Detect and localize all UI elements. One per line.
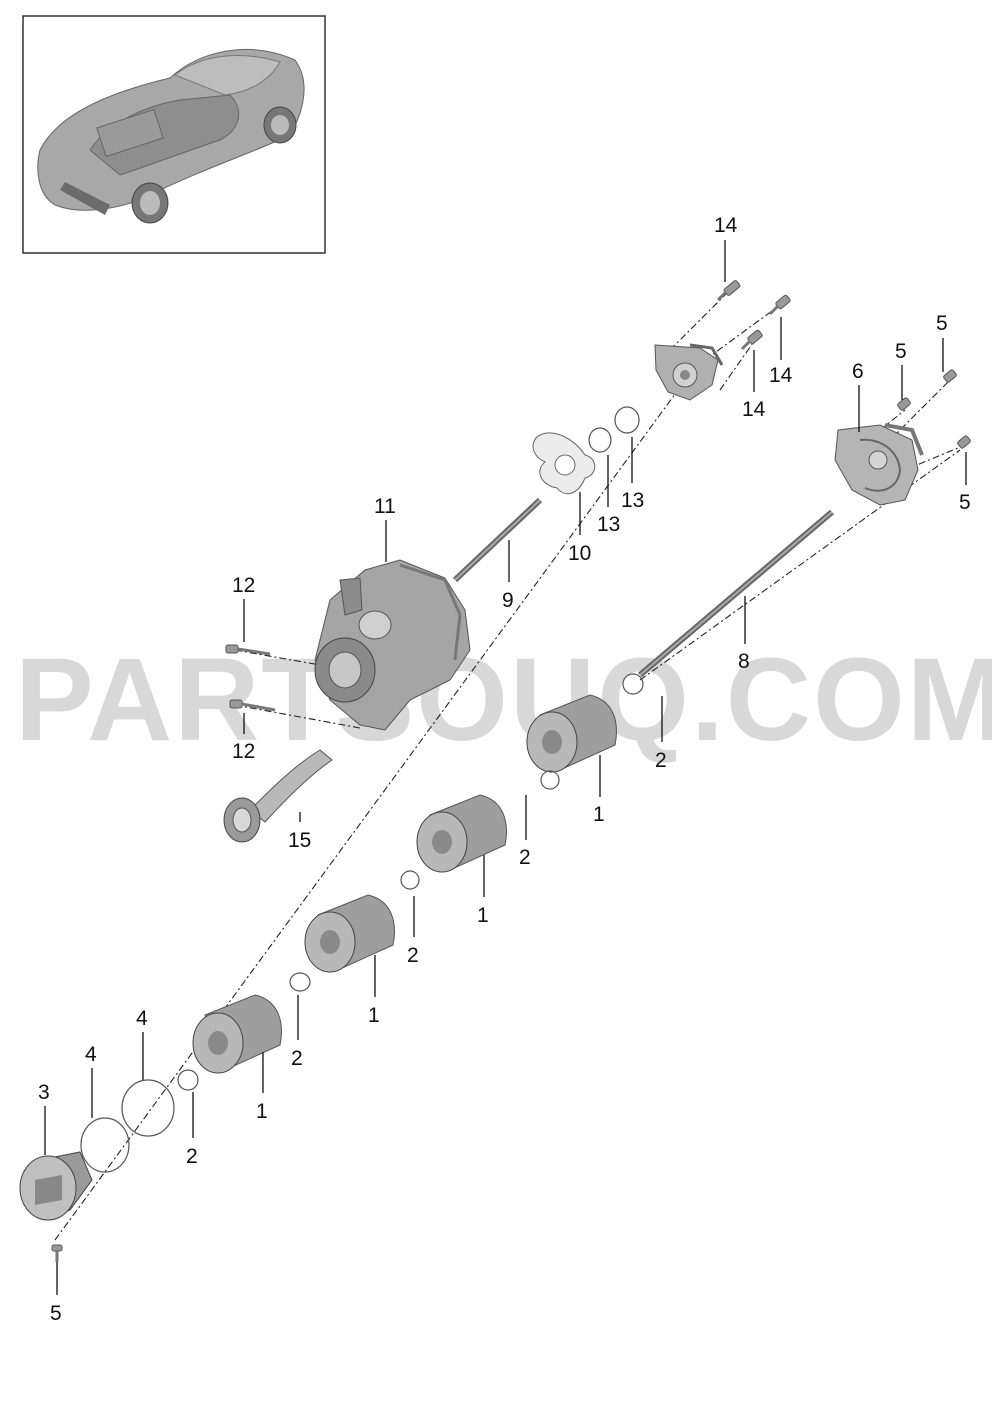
callout-2-a: 2 <box>655 749 667 772</box>
screw-5-b <box>897 397 911 411</box>
watermark: PARTSOUQ.COM <box>15 634 992 766</box>
callout-11: 11 <box>374 495 396 518</box>
callout-5-d: 5 <box>50 1302 62 1325</box>
bolt-14-right <box>768 294 791 316</box>
callout-5-a: 5 <box>936 312 948 335</box>
callout-10: 10 <box>568 542 591 565</box>
seal-ring-4-a <box>121 1079 175 1137</box>
end-cap-3 <box>19 1151 93 1221</box>
screw-5-a <box>943 369 957 383</box>
callout-2-d: 2 <box>291 1047 303 1070</box>
callout-2-b: 2 <box>519 846 531 869</box>
callout-8: 8 <box>738 650 750 673</box>
callout-13-a: 13 <box>621 489 644 512</box>
o-ring-2-d <box>289 972 311 992</box>
pipe-15 <box>223 749 333 843</box>
screw-5-d <box>51 1244 63 1262</box>
callout-1-a: 1 <box>593 803 605 826</box>
callout-1-c: 1 <box>368 1004 380 1027</box>
gasket-10 <box>532 432 596 495</box>
o-ring-13-b <box>588 427 612 453</box>
pump-cover-6 <box>834 423 924 506</box>
pump-stage-1-a <box>526 694 617 773</box>
pump-cover-upper <box>654 343 724 401</box>
o-ring-2-c <box>400 870 420 890</box>
bolt-12-lower <box>229 699 276 712</box>
pump-stage-1-d <box>192 994 282 1074</box>
o-ring-2-b <box>540 770 560 790</box>
vehicle-thumbnail <box>22 15 326 254</box>
bolt-12-upper <box>225 644 271 656</box>
callout-2-c: 2 <box>407 944 419 967</box>
bolt-14-top <box>716 280 741 302</box>
callout-labels: 14 14 14 5 5 5 6 13 13 10 11 9 8 12 12 2… <box>38 214 971 1325</box>
callout-5-b: 5 <box>895 340 907 363</box>
callout-12-lower: 12 <box>232 740 255 763</box>
screw-5-c <box>957 435 971 449</box>
callout-9: 9 <box>502 589 514 612</box>
leader-lines <box>44 240 967 1295</box>
o-ring-2-a <box>622 673 644 695</box>
pump-stage-1-c <box>304 894 395 973</box>
callout-12-upper: 12 <box>232 574 255 597</box>
oil-pump-housing-11 <box>314 559 471 731</box>
callout-13-b: 13 <box>597 513 620 536</box>
callout-4-b: 4 <box>85 1043 97 1066</box>
callout-1-d: 1 <box>256 1100 268 1123</box>
callout-15: 15 <box>288 829 311 852</box>
callout-4-a: 4 <box>136 1007 148 1030</box>
callout-14-top: 14 <box>714 214 738 237</box>
o-ring-13-a <box>614 406 640 434</box>
callout-5-c: 5 <box>959 491 971 514</box>
callout-3: 3 <box>38 1081 50 1104</box>
callout-2-e: 2 <box>186 1145 198 1168</box>
seal-ring-4-b <box>80 1117 130 1173</box>
callout-14-right: 14 <box>769 364 793 387</box>
o-ring-2-e <box>177 1069 199 1091</box>
callout-14-mid: 14 <box>742 398 766 421</box>
callout-6: 6 <box>852 360 864 383</box>
car-illustration <box>37 49 305 224</box>
pump-stage-1-b <box>416 794 507 873</box>
bolt-14-mid <box>740 329 763 351</box>
callout-1-b: 1 <box>477 904 489 927</box>
